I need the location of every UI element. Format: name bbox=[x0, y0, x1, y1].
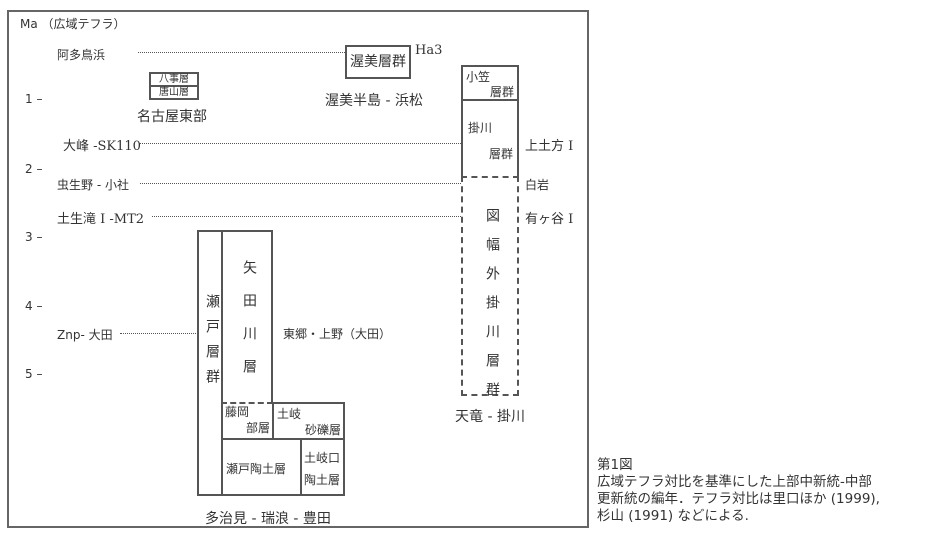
kakegawa-group: 掛川 層群 bbox=[461, 99, 519, 178]
fujioka-member: 藤岡 部層 bbox=[221, 402, 274, 440]
region-tajimi: 多治見 - 瑞浪 - 豊田 bbox=[205, 511, 331, 527]
caption-line: 杉山 (1991) などによる. bbox=[597, 508, 749, 524]
tick-4: 4 – bbox=[25, 299, 43, 313]
yadagawa-formation: 矢田川層 bbox=[221, 230, 273, 404]
tephra-omine: 大峰 -SK110 bbox=[63, 139, 141, 154]
diagram-frame bbox=[7, 10, 589, 528]
figure-caption: 第1図 広域テフラ対比を基準にした上部中新統-中部 更新統の編年．テフラ対比は里… bbox=[597, 457, 880, 525]
tick-3: 3 – bbox=[25, 230, 43, 244]
tephra-togo: 東郷・上野（大田） bbox=[283, 327, 392, 341]
tephra-line-znp bbox=[120, 333, 198, 334]
tokiguchi-clay-formation: 土岐口 陶土層 bbox=[300, 438, 345, 496]
tephra-shiraiwa: 白岩 bbox=[525, 178, 550, 192]
tephra-line-omine bbox=[140, 143, 461, 144]
toki-gravel-formation: 土岐 砂礫層 bbox=[272, 402, 345, 440]
figure-number: 第1図 bbox=[597, 457, 633, 473]
ogasa-group: 小笠 層群 bbox=[461, 65, 519, 101]
axis-title: Ma （広域テフラ） bbox=[20, 17, 126, 31]
tephra-ha3: Ha3 bbox=[415, 43, 443, 58]
caption-line: 更新統の編年．テフラ対比は里口ほか (1999), bbox=[597, 491, 880, 507]
region-atsumi: 渥美半島 - 浜松 bbox=[325, 93, 423, 109]
tick-5: 5 – bbox=[25, 367, 43, 381]
tephra-habutaki: 土生滝 I -MT2 bbox=[57, 212, 145, 227]
tephra-line-ata bbox=[138, 52, 345, 53]
seto-group: 瀬戸層群 bbox=[197, 230, 223, 496]
tephra-arugaya: 有ヶ谷 I bbox=[525, 212, 574, 227]
seto-clay-formation: 瀬戸陶土層 bbox=[221, 438, 302, 496]
tephra-line-habutaki bbox=[152, 216, 461, 217]
tephra-znp: Znp- 大田 bbox=[57, 328, 113, 342]
caption-line: 広域テフラ対比を基準にした上部中新統-中部 bbox=[597, 474, 872, 490]
tephra-mushiu: 虫生野 - 小社 bbox=[57, 178, 129, 192]
tephra-ata: 阿多鳥浜 bbox=[57, 48, 106, 62]
tick-2: 2 – bbox=[25, 162, 43, 176]
region-nagoya: 名古屋東部 bbox=[137, 109, 207, 125]
outside-kakegawa-group: 図幅外掛川層群 bbox=[461, 176, 519, 411]
tephra-line-mushiu bbox=[140, 183, 461, 184]
atsumi-group: 渥美層群 bbox=[345, 45, 411, 79]
karayama-formation: 唐山層 bbox=[149, 85, 199, 100]
region-tenryu: 天竜 - 掛川 bbox=[455, 409, 525, 425]
tick-1: 1 – bbox=[25, 92, 43, 106]
tephra-kamihijikata: 上土方 I bbox=[525, 139, 574, 154]
